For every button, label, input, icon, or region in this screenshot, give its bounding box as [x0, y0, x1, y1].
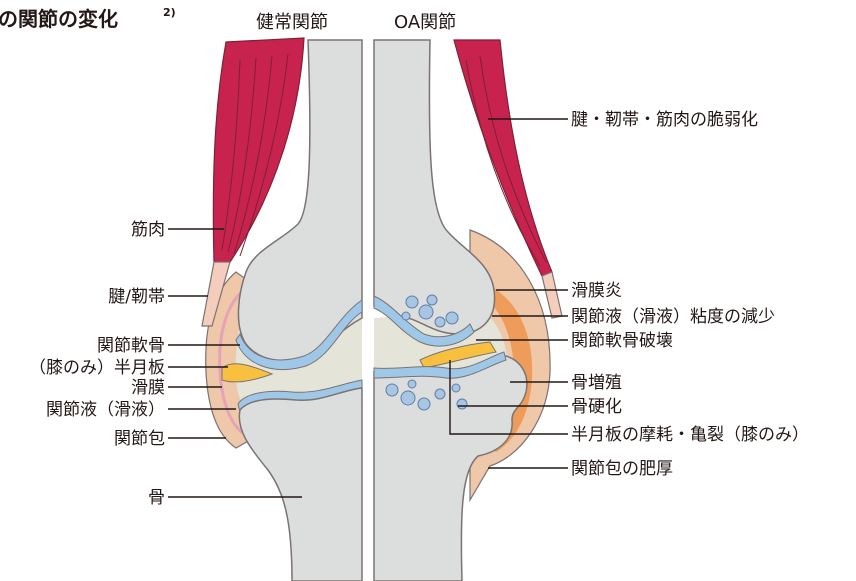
tendon-right	[542, 272, 562, 318]
label-bone-sclerosis: 骨硬化	[571, 397, 622, 417]
label-muscle: 筋肉	[131, 220, 165, 240]
label-articular-cartilage: 関節軟骨	[97, 336, 165, 356]
label-synovial-fluid: 関節液（滑液）	[46, 400, 165, 420]
label-synovium: 滑膜	[131, 378, 165, 398]
header-normal-joint: 健常関節	[256, 12, 328, 33]
muscle-left	[213, 38, 304, 262]
figure-title: の関節の変化	[0, 7, 118, 31]
label-tendon-ligament: 腱/靭帯	[108, 287, 165, 307]
tibia-left	[239, 388, 362, 581]
label-meniscus-wear: 半月板の摩耗・亀裂（膝のみ）	[571, 425, 809, 445]
label-synovitis: 滑膜炎	[571, 281, 622, 301]
label-capsule-thickening: 関節包の肥厚	[571, 459, 673, 479]
label-fluid-viscosity-decrease: 関節液（滑液）粘度の減少	[571, 307, 775, 327]
label-joint-capsule: 関節包	[114, 429, 165, 449]
label-tissue-weakening: 腱・靭帯・筋肉の脆弱化	[571, 110, 758, 130]
label-meniscus: （膝のみ）半月板	[29, 358, 165, 378]
oa-joint	[374, 40, 562, 581]
labels-right: 腱・靭帯・筋肉の脆弱化 滑膜炎 関節液（滑液）粘度の減少 関節軟骨破壊 骨増殖 …	[571, 110, 809, 479]
labels-left: 筋肉 腱/靭帯 関節軟骨 （膝のみ）半月板 滑膜 関節液（滑液） 関節包 骨	[29, 220, 165, 508]
header-oa-joint: OA関節	[394, 12, 456, 33]
label-osteophyte: 骨増殖	[571, 373, 622, 393]
healthy-joint	[202, 38, 362, 581]
title-reference-note: 2)	[163, 6, 176, 19]
label-bone: 骨	[148, 488, 165, 508]
label-cartilage-destruction: 関節軟骨破壊	[571, 331, 673, 351]
